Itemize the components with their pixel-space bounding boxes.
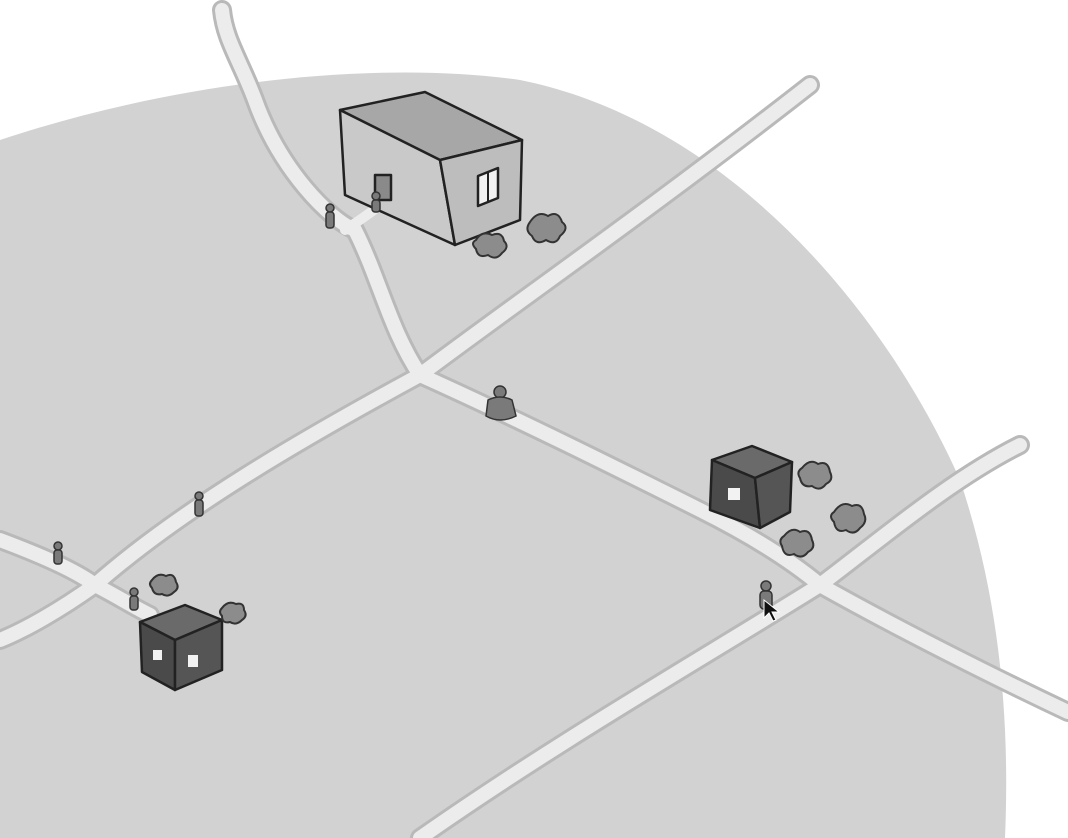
person-7 — [371, 191, 381, 213]
small-house-right-window — [728, 488, 740, 500]
small-house-right-side — [753, 460, 794, 530]
small-house-left-window-1 — [153, 650, 162, 660]
road-east — [413, 368, 1068, 719]
road-northeast — [413, 78, 817, 382]
person-6 — [759, 580, 773, 610]
tree-4 — [830, 503, 867, 534]
tree-2 — [472, 232, 508, 259]
small-house-left-side — [173, 618, 224, 692]
small-house-left-window-2 — [188, 655, 198, 667]
trees — [149, 213, 867, 625]
mouse-pointer-icon — [763, 598, 781, 622]
tree-6 — [149, 573, 179, 597]
road-north — [215, 3, 427, 382]
ground-area — [0, 72, 1007, 838]
road-southeast — [413, 438, 1027, 838]
people — [53, 191, 773, 611]
person-2 — [485, 385, 517, 421]
small-house-right — [708, 444, 794, 530]
person-1 — [325, 203, 335, 229]
person-4 — [53, 541, 63, 565]
person-3 — [194, 491, 204, 517]
tree-3 — [797, 460, 833, 490]
road-southwest — [0, 368, 427, 647]
large-building — [338, 90, 524, 247]
tree-7 — [219, 601, 247, 625]
person-5 — [129, 587, 139, 611]
tree-1 — [526, 213, 567, 244]
tree-5 — [779, 528, 815, 558]
small-house-left — [138, 603, 224, 692]
